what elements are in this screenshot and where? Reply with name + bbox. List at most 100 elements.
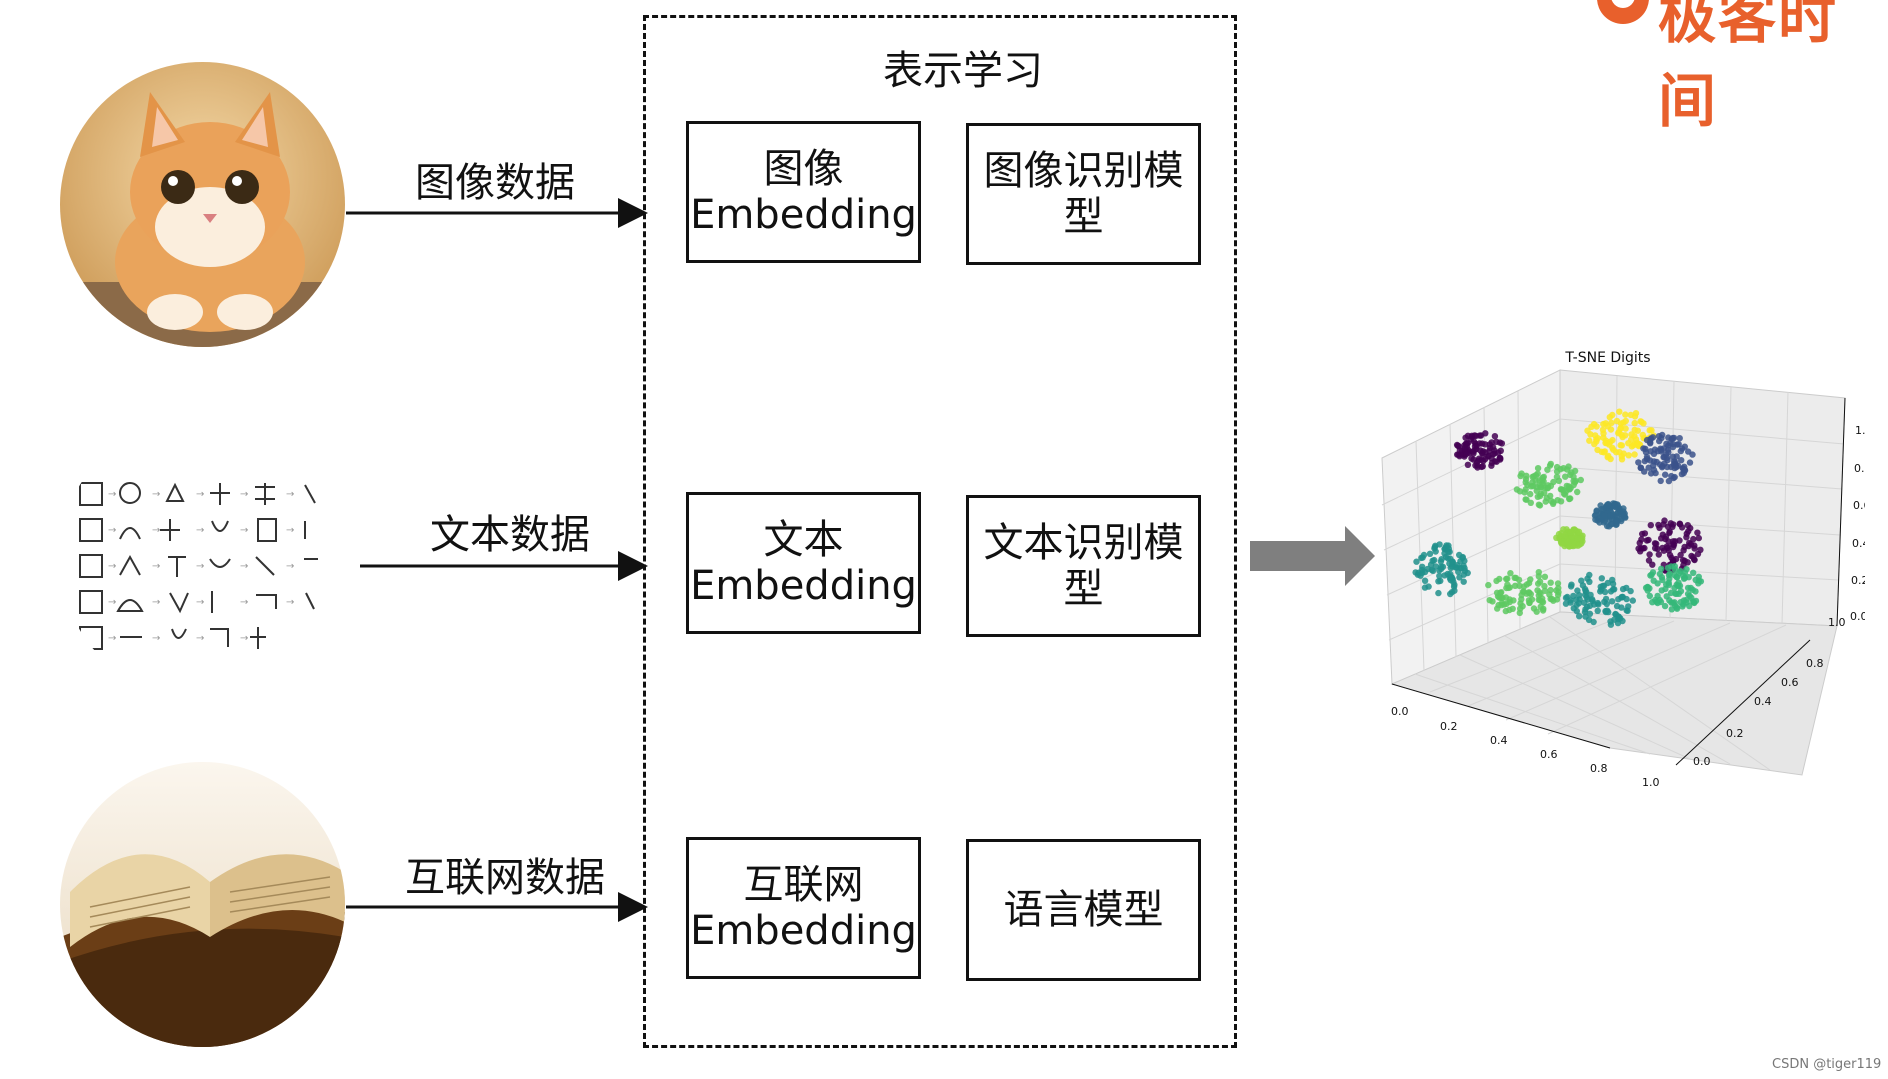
brand-logo: 极客时间 [1588,0,1888,135]
cluster-points [1412,408,1705,628]
big-right-arrow-icon [1250,526,1375,586]
scatter-point [1656,570,1664,578]
scatter-point [1594,607,1601,614]
scatter-point [1489,598,1496,605]
model-box-internet-label: 语言模型 [1003,887,1164,933]
scatter-point [1642,445,1649,452]
scatter-point [1470,450,1477,457]
scatter-point [1449,558,1456,565]
svg-text:→: → [240,489,248,500]
scatter-point [1637,418,1644,425]
scatter-point [1555,477,1563,484]
scatter-point [1665,477,1673,485]
scatter-point [1576,613,1583,620]
scatter-point [1684,590,1692,598]
scatter-point [1608,598,1616,605]
scatter-point [1658,587,1665,594]
scatter-point [1668,606,1675,613]
scatter-point [1676,435,1683,442]
scatter-point [1464,461,1472,468]
scatter-point [1522,479,1529,486]
scatter-point [1686,602,1693,610]
scatter-point [1482,430,1489,437]
scatter-point [1609,576,1616,584]
x-axis: 0.0 0.2 0.4 0.6 0.8 1.0 [1391,683,1660,789]
scatter-point [1609,586,1617,593]
scatter-point [1456,551,1463,559]
scatter-point [1641,530,1649,537]
scatter-point [1598,575,1605,582]
scatter-point [1608,520,1615,527]
scatter-point [1523,472,1530,479]
model-box-image: 图像识别模型 [966,123,1201,265]
scatter-point [1533,608,1540,615]
scatter-point [1574,535,1581,542]
scatter-point [1421,577,1429,584]
scatter-point [1501,601,1508,608]
scatter-point [1673,605,1681,612]
scatter-point [1677,568,1684,575]
svg-text:→: → [152,489,160,500]
scatter-point [1436,572,1443,580]
y-tick: 0.8 [1806,657,1824,670]
scatter-point [1675,590,1682,597]
scatter-point [1631,451,1638,458]
book-image [60,762,345,1047]
scatter-point [1666,551,1674,559]
scatter-point [1661,517,1668,524]
scatter-point [1676,582,1684,589]
scatter-point [1456,447,1464,454]
z-axis: 0.0 0.2 0.4 0.6 0.8 1.0 [1836,397,1865,627]
scatter-point [1502,594,1510,601]
scatter-point [1445,545,1452,552]
scatter-point [1678,457,1685,464]
scatter-point [1581,599,1588,606]
scatter-point [1642,584,1650,591]
scatter-point [1622,425,1629,432]
embedding-box-image-line2: Embedding [690,192,917,238]
scatter-point [1664,456,1671,464]
scatter-point [1648,571,1655,578]
scatter-point [1681,574,1689,581]
svg-text:→: → [240,597,248,608]
z-tick: 0.4 [1852,537,1865,550]
scatter-point [1599,426,1607,434]
scatter-point [1677,599,1684,606]
svg-text:→: → [108,489,116,500]
tsne-3d-plot: T-SNE Digits 0.0 0.2 0.4 0.6 0.8 1.0 0.0… [1381,350,1865,789]
scatter-point [1541,587,1549,594]
y-tick: 1.0 [1828,616,1846,629]
scatter-point [1528,483,1535,490]
scatter-point [1561,532,1568,539]
scatter-point [1617,420,1625,427]
scatter-point [1605,441,1613,448]
scatter-point [1601,512,1608,519]
scatter-point [1557,466,1564,473]
scatter-point [1485,581,1492,589]
svg-text:→: → [108,525,116,536]
scatter-point [1651,446,1659,453]
scatter-point [1413,558,1420,565]
scatter-point [1461,564,1468,572]
scatter-point [1646,551,1653,558]
svg-text:→: → [196,489,204,500]
z-tick: 0.2 [1851,574,1865,587]
scatter-point [1602,608,1610,616]
scatter-point [1563,466,1571,473]
svg-text:→: → [240,633,248,644]
scatter-point [1565,538,1572,545]
scatter-point [1603,600,1610,608]
y-tick: 0.4 [1754,695,1772,708]
scatter-point [1451,581,1458,588]
scatter-point [1532,472,1540,479]
input-label-internet: 互联网数据 [405,855,605,901]
scatter-point [1493,438,1500,445]
scatter-point [1681,557,1688,564]
embedding-box-internet: 互联网 Embedding [686,837,921,979]
scatter-point [1578,577,1585,584]
svg-text:→: → [108,633,116,644]
scatter-point [1695,580,1702,587]
scatter-point [1649,561,1656,568]
scatter-point [1586,437,1593,444]
scatter-point [1425,583,1432,590]
